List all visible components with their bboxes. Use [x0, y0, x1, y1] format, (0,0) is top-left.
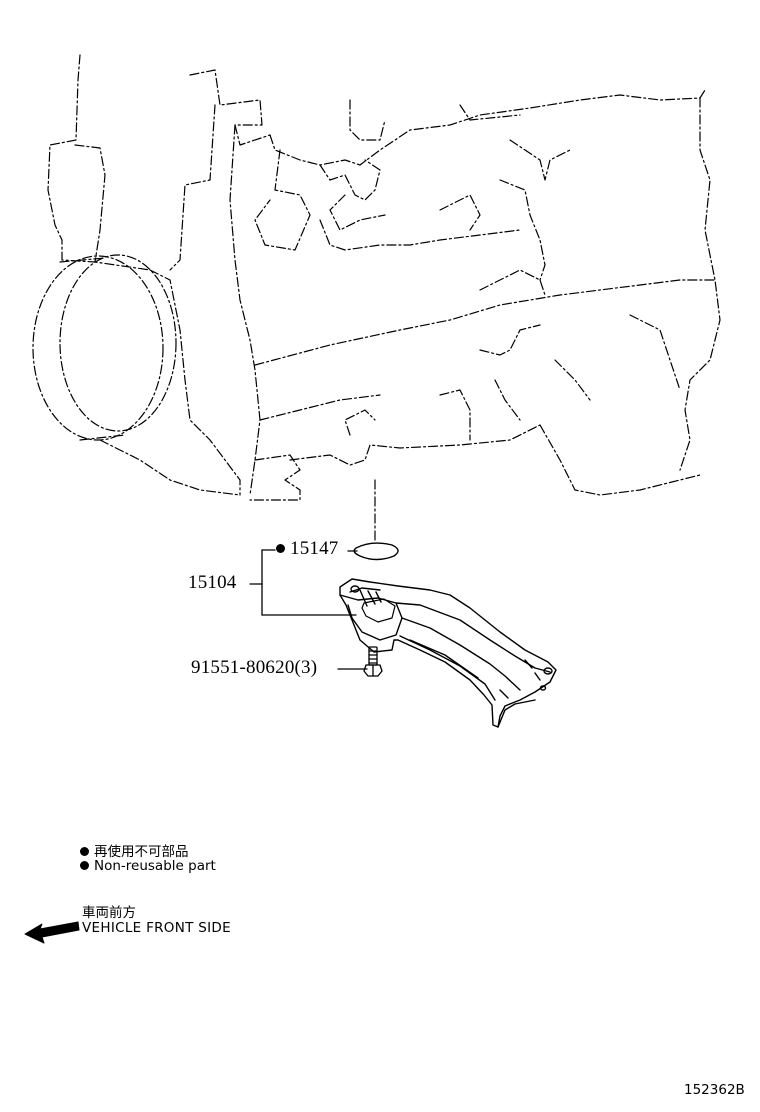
- direction-label-jp: 車両前方: [82, 905, 136, 921]
- crank-pulley: [32, 254, 177, 441]
- diagram-id: 152362B: [684, 1082, 745, 1098]
- oil-pan-shape: [339, 578, 557, 728]
- bolt-part-number: 91551-80620(3): [191, 657, 318, 678]
- front-direction-arrow: [24, 921, 80, 944]
- legend-line-jp: 再使用不可部品: [80, 840, 189, 860]
- gasket-part-number: 15147: [290, 538, 339, 559]
- legend-dot-icon: [80, 860, 89, 870]
- gasket-shape: [353, 542, 399, 561]
- bolt-shape: [363, 646, 383, 677]
- gasket-part-label: 15147: [276, 538, 339, 560]
- non-reusable-dot-icon: [276, 544, 285, 554]
- leader-lines: [249, 549, 368, 670]
- legend-line-en: Non-reusable part: [80, 858, 216, 874]
- direction-label-en: VEHICLE FRONT SIDE: [82, 920, 231, 936]
- legend-dot-icon: [80, 846, 89, 856]
- engine-block-outline: [47, 54, 721, 501]
- oil-pan-part-number: 15104: [188, 572, 237, 593]
